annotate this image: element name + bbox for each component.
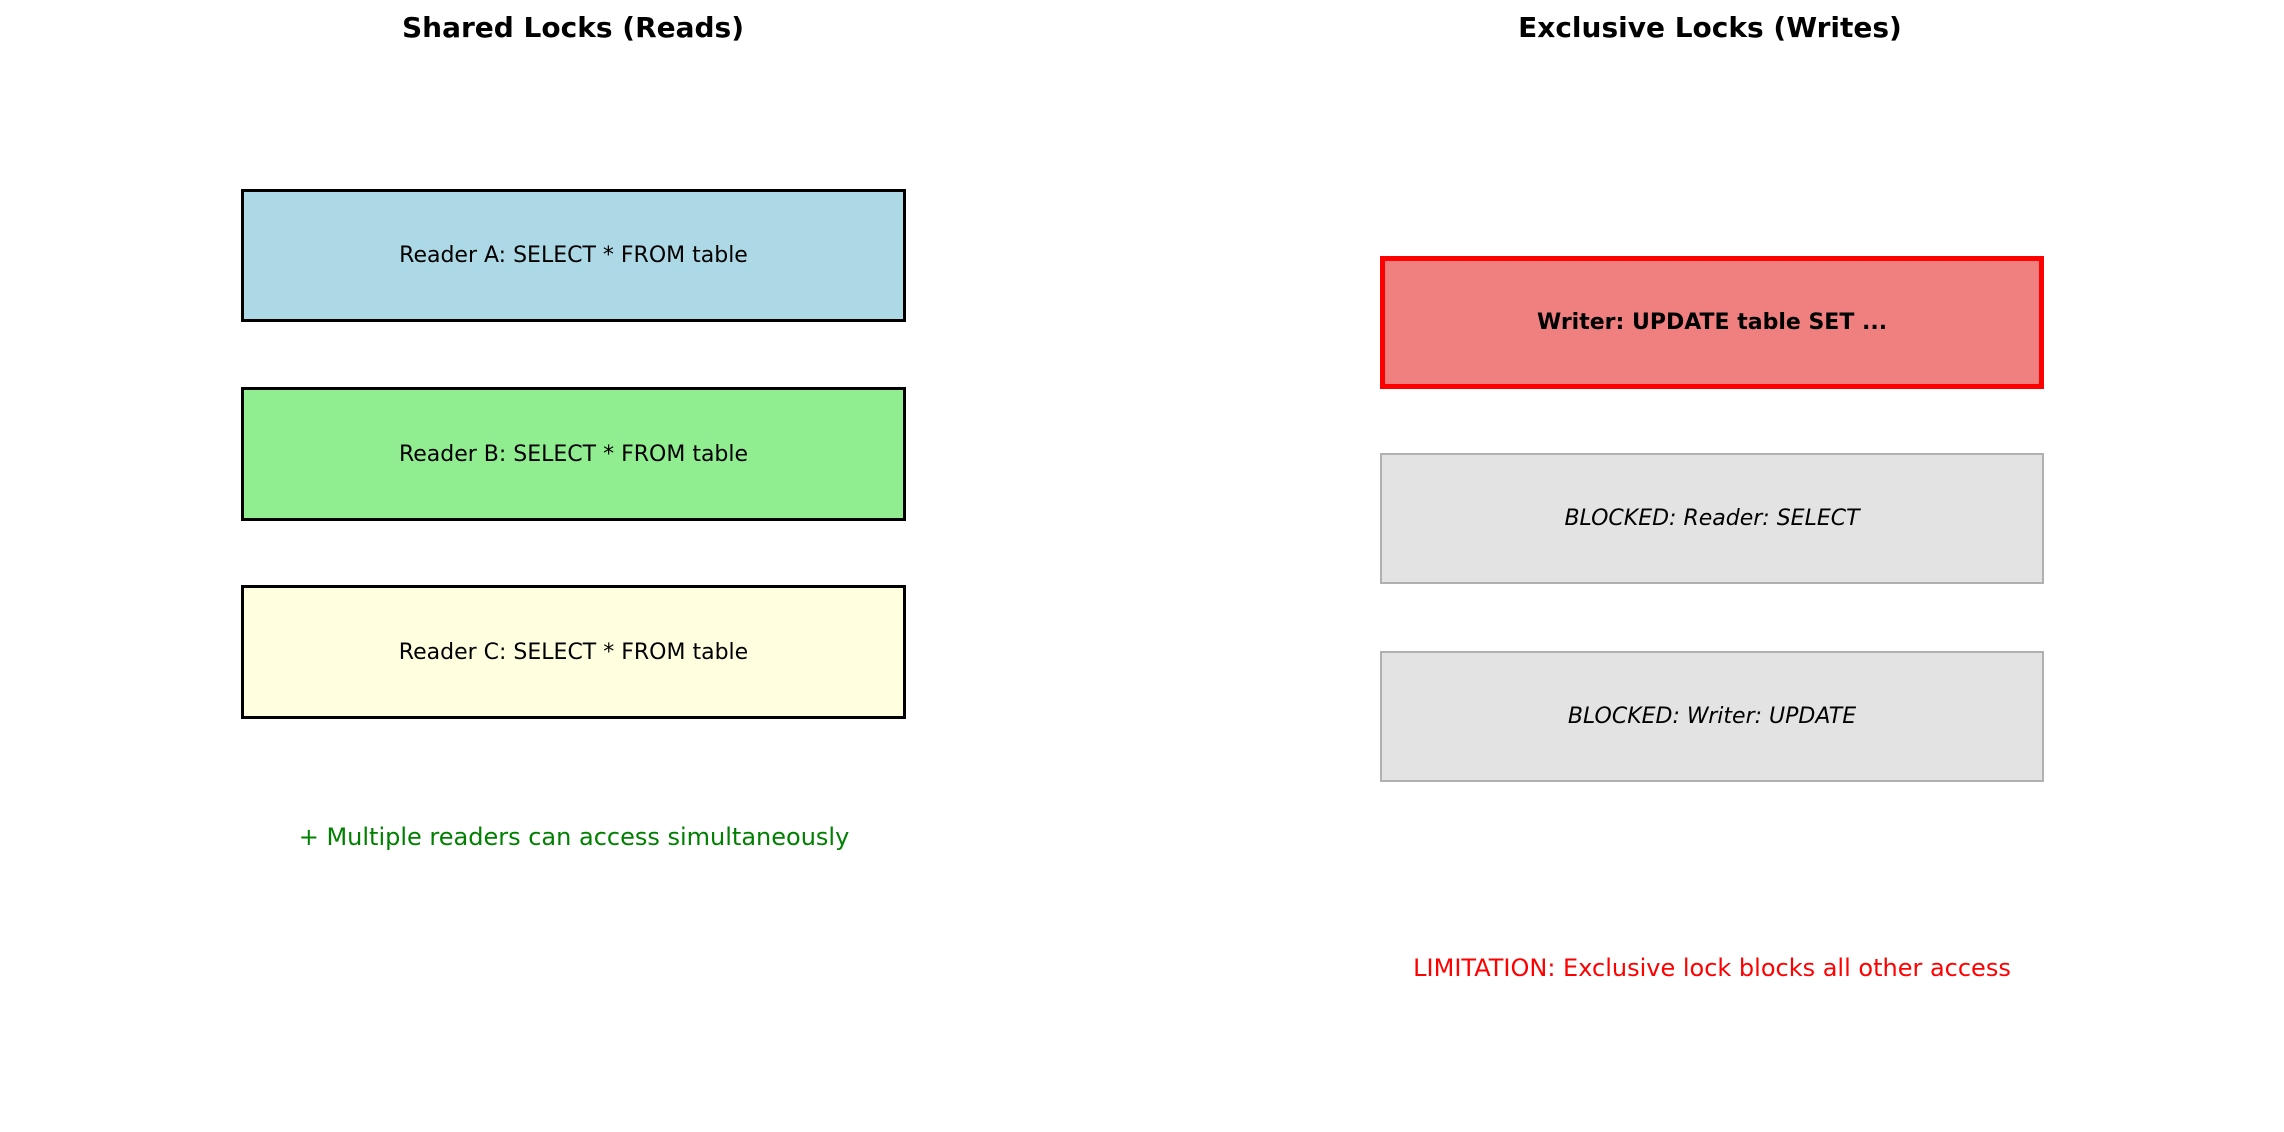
reader-a-label: Reader A: SELECT * FROM table: [399, 243, 748, 268]
blocked-writer-box: BLOCKED: Writer: UPDATE: [1380, 651, 2044, 782]
writer-box: Writer: UPDATE table SET ...: [1380, 256, 2044, 389]
reader-c-label: Reader C: SELECT * FROM table: [398, 639, 749, 665]
exclusive-locks-title: Exclusive Locks (Writes): [1518, 11, 1902, 44]
writer-label: Writer: UPDATE table SET ...: [1536, 310, 1888, 335]
reader-c-box: Reader C: SELECT * FROM table: [241, 585, 906, 719]
blocked-reader-box: BLOCKED: Reader: SELECT: [1380, 453, 2044, 584]
exclusive-locks-note: LIMITATION: Exclusive lock blocks all ot…: [1413, 954, 2011, 982]
shared-locks-note: + Multiple readers can access simultaneo…: [298, 823, 850, 851]
reader-b-label: Reader B: SELECT * FROM table: [398, 441, 749, 467]
blocked-reader-label: BLOCKED: Reader: SELECT: [1564, 506, 1860, 531]
shared-locks-title: Shared Locks (Reads): [401, 11, 745, 44]
blocked-writer-label: BLOCKED: Writer: UPDATE: [1567, 704, 1857, 729]
reader-a-box: Reader A: SELECT * FROM table: [241, 189, 906, 322]
reader-b-box: Reader B: SELECT * FROM table: [241, 387, 906, 521]
